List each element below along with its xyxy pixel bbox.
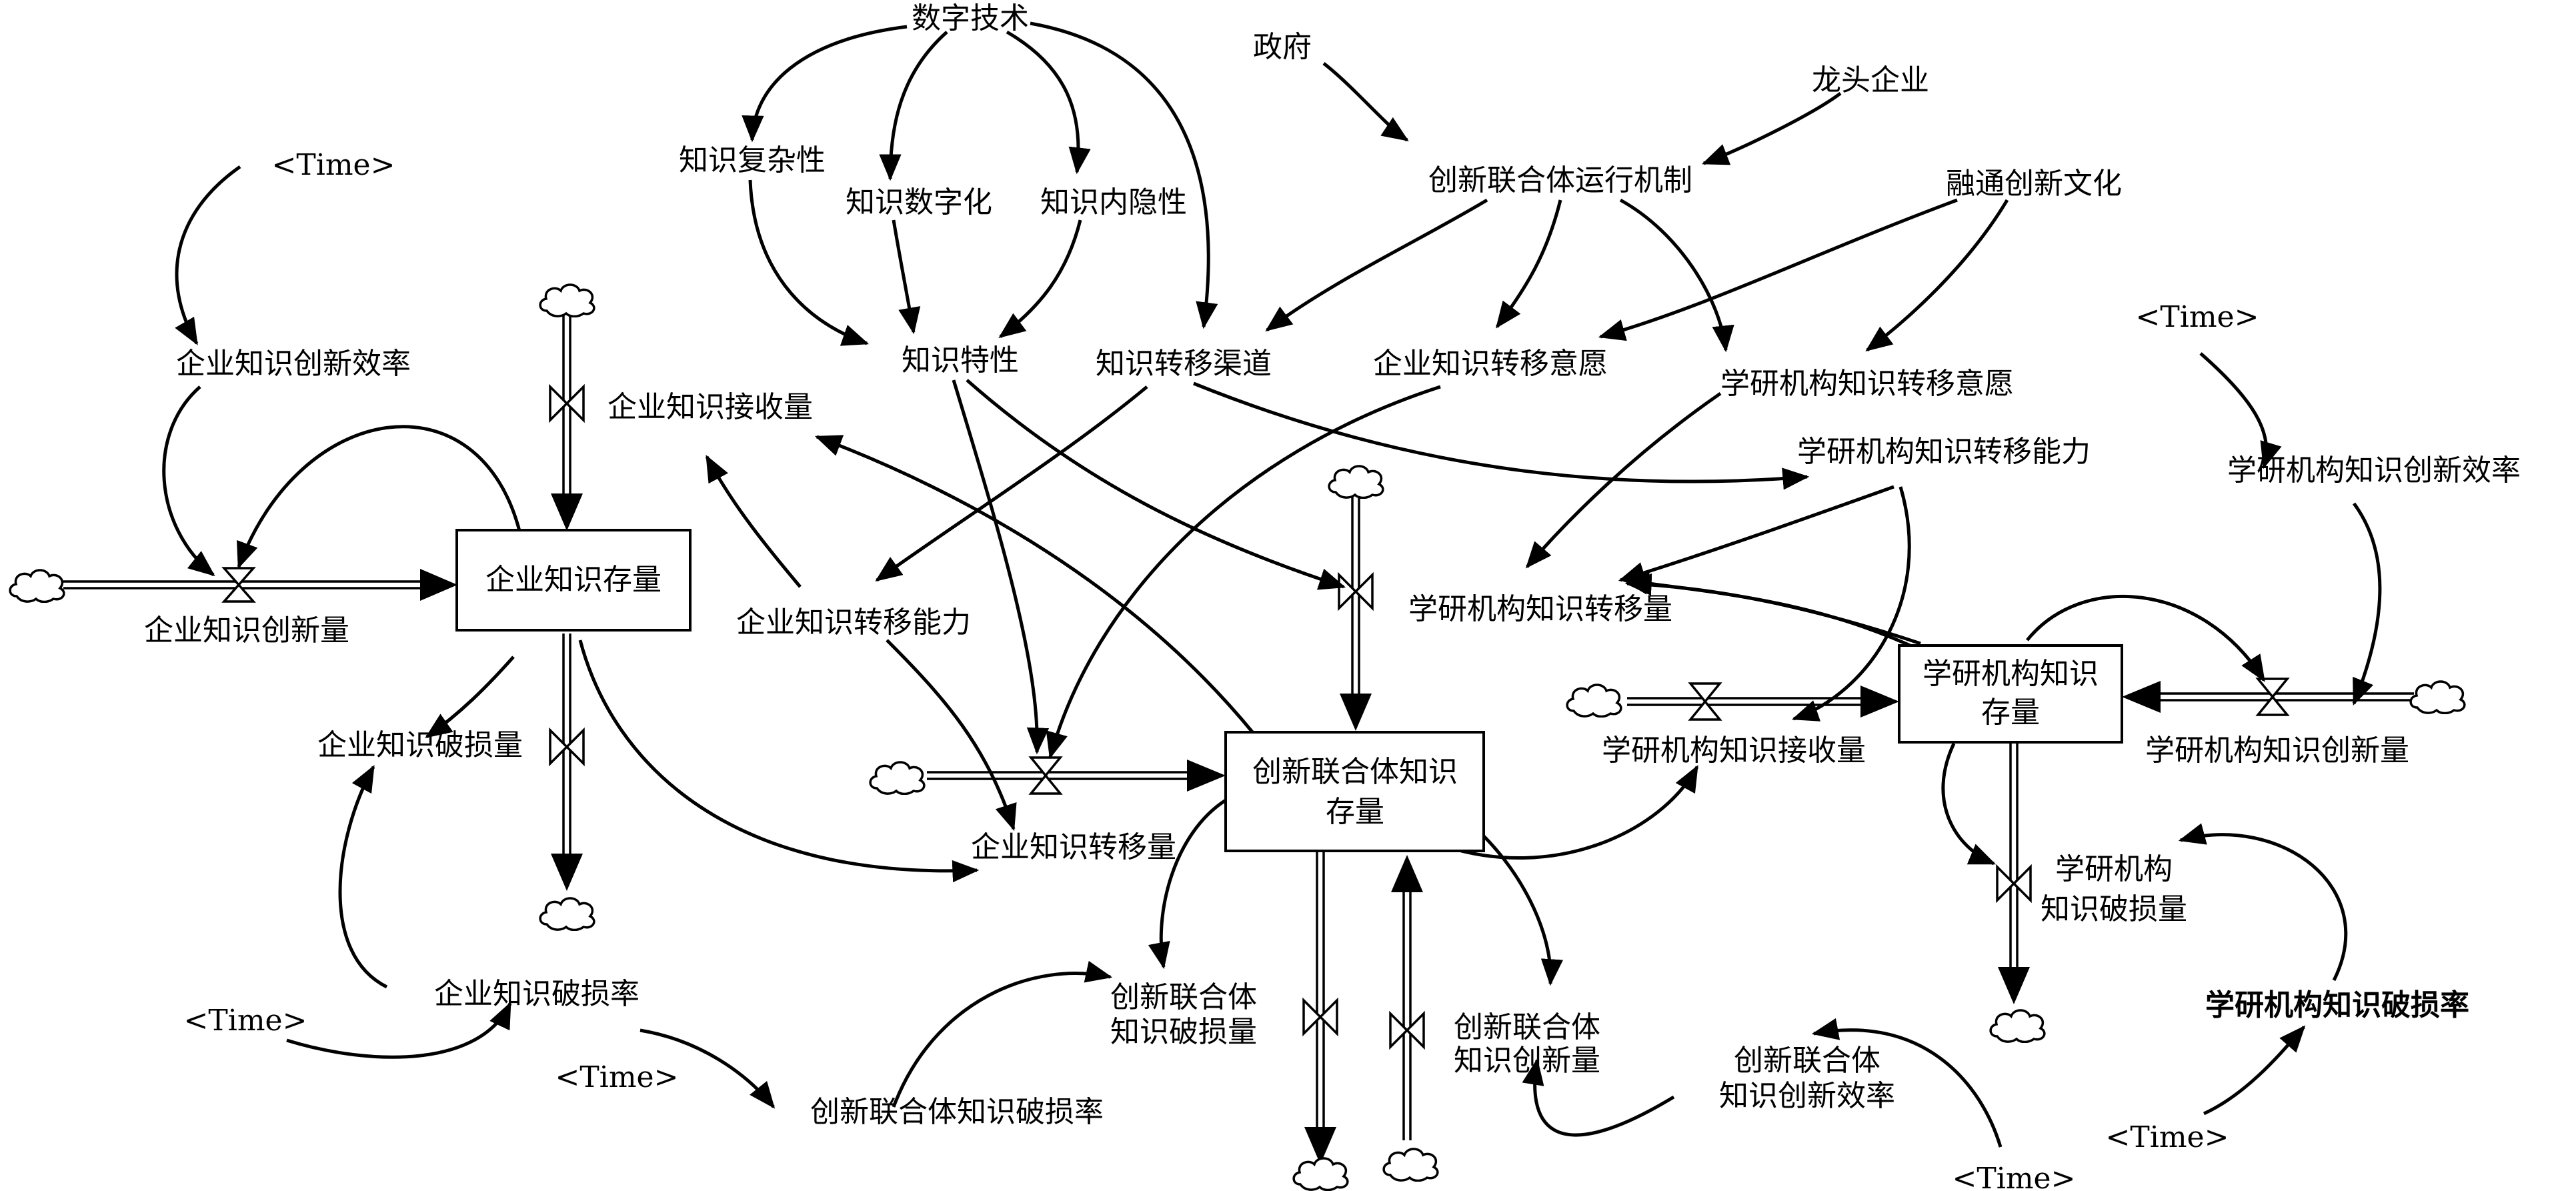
valve-enterprise-receive [549, 383, 585, 423]
sink-cloud-alliance-loss [1292, 1157, 1349, 1191]
time-variables: <Time> <Time> <Time> <Time> <Time> <Time… [184, 148, 2259, 1191]
flow-institute-receive-label: 学研机构知识接收量 [1602, 734, 1866, 768]
flow-alliance-loss-label-line1: 创新联合体 [1110, 980, 1257, 1014]
flow-enterprise-innovation-label: 企业知识创新量 [144, 614, 349, 648]
var-institute-transfer-willingness: 学研机构知识转移意愿 [1720, 367, 2014, 401]
valves [221, 383, 2290, 1050]
flow-enterprise-transfer-label: 企业知识转移量 [971, 830, 1176, 864]
source-cloud-enterprise-receive [539, 283, 595, 317]
auxiliary-variables: 数字技术 政府 龙头企业 创新联合体运行机制 融通创新文化 知识复杂性 知识数字… [176, 1, 2521, 1129]
var-alliance-innovation-efficiency-line2: 知识创新效率 [1719, 1079, 1895, 1113]
time-var-institute-efficiency: <Time> [2136, 300, 2259, 334]
stock-institute-label-line1: 学研机构知识 [1922, 657, 2099, 691]
var-institute-transfer-ability: 学研机构知识转移能力 [1797, 435, 2091, 469]
source-cloud-institute-transfer [1328, 465, 1384, 499]
valve-alliance-innovation [1389, 1010, 1425, 1050]
time-var-alliance-loss: <Time> [555, 1060, 679, 1094]
flow-alliance-innovation-label-line2: 知识创新量 [1454, 1044, 1600, 1078]
source-cloud-enterprise-innovation [9, 569, 65, 603]
valve-institute-loss [1996, 864, 2032, 904]
flow-institute-innovation-label: 学研机构知识创新量 [2145, 734, 2409, 768]
var-integration-culture: 融通创新文化 [1946, 167, 2122, 201]
var-transfer-channel: 知识转移渠道 [1096, 347, 1272, 381]
var-institute-loss-rate: 学研机构知识破损率 [2205, 988, 2469, 1022]
flow-institute-loss-label-line2: 知识破损量 [2041, 892, 2187, 926]
flow-alliance-loss-label-line2: 知识破损量 [1110, 1015, 1257, 1049]
sink-cloud-institute-loss [1989, 1009, 2046, 1043]
valve-enterprise-innovation [221, 567, 256, 603]
stock-enterprise-knowledge [455, 529, 692, 632]
flow-enterprise-loss-label: 企业知识破损量 [317, 728, 523, 762]
var-leading-enterprise: 龙头企业 [1812, 63, 1929, 97]
var-alliance-loss-rate: 创新联合体知识破损率 [810, 1095, 1104, 1129]
stocks: 企业知识存量 创新联合体知识 存量 学研机构知识 存量 [455, 529, 2123, 852]
causal-links [162, 21, 2382, 1148]
stock-enterprise-label: 企业知识存量 [485, 563, 662, 597]
source-cloud-institute-receive [1566, 684, 1622, 718]
var-enterprise-transfer-ability: 企业知识转移能力 [736, 606, 971, 640]
source-cloud-enterprise-transfer [869, 761, 926, 795]
time-var-enterprise-loss: <Time> [184, 1004, 307, 1038]
stock-alliance-label-line1: 创新联合体知识 [1252, 755, 1458, 789]
valve-enterprise-loss [549, 727, 585, 767]
var-institute-innovation-efficiency: 学研机构知识创新效率 [2227, 453, 2521, 487]
valve-enterprise-transfer [1028, 756, 1063, 795]
flow-institute-loss-label-line1: 学研机构 [2055, 852, 2173, 886]
time-var-alliance-efficiency: <Time> [1953, 1162, 2076, 1191]
var-enterprise-transfer-willingness: 企业知识转移意愿 [1373, 347, 1608, 381]
var-knowledge-digitization: 知识数字化 [846, 185, 992, 219]
valve-institute-receive [1688, 682, 1722, 721]
var-government: 政府 [1253, 30, 1312, 64]
stock-alliance-label-line2: 存量 [1326, 795, 1384, 829]
var-knowledge-property: 知识特性 [902, 343, 1019, 377]
source-cloud-alliance-innovation [1382, 1148, 1439, 1182]
source-cloud-institute-innovation [2409, 680, 2466, 714]
var-enterprise-innovation-efficiency: 企业知识创新效率 [176, 347, 411, 381]
var-alliance-mechanism: 创新联合体运行机制 [1428, 163, 1692, 197]
var-knowledge-complexity: 知识复杂性 [679, 143, 826, 177]
var-digital-technology: 数字技术 [912, 1, 1029, 35]
var-alliance-innovation-efficiency-line1: 创新联合体 [1734, 1044, 1880, 1078]
stock-institute-knowledge [1898, 644, 2123, 744]
var-enterprise-loss-rate: 企业知识破损率 [434, 977, 639, 1011]
stock-institute-label-line2: 存量 [1981, 696, 2040, 730]
var-knowledge-tacitness: 知识内隐性 [1040, 185, 1187, 219]
time-var-institute-loss: <Time> [2106, 1120, 2229, 1154]
sink-cloud-enterprise-loss [539, 897, 595, 931]
flow-institute-transfer-label: 学研机构知识转移量 [1408, 592, 1672, 626]
valve-institute-innovation [2255, 678, 2290, 716]
time-var-enterprise-efficiency: <Time> [272, 148, 395, 182]
valve-institute-transfer [1338, 571, 1374, 612]
valve-alliance-loss [1302, 997, 1338, 1037]
flow-enterprise-receive-label: 企业知识接收量 [607, 390, 813, 424]
flow-labels: 企业知识创新量 企业知识接收量 企业知识破损量 企业知识转移量 学研机构知识转移… [144, 390, 2409, 1078]
flow-pipes [63, 313, 2414, 1164]
stock-alliance-knowledge [1224, 731, 1485, 852]
flow-alliance-innovation-label-line1: 创新联合体 [1454, 1010, 1600, 1044]
